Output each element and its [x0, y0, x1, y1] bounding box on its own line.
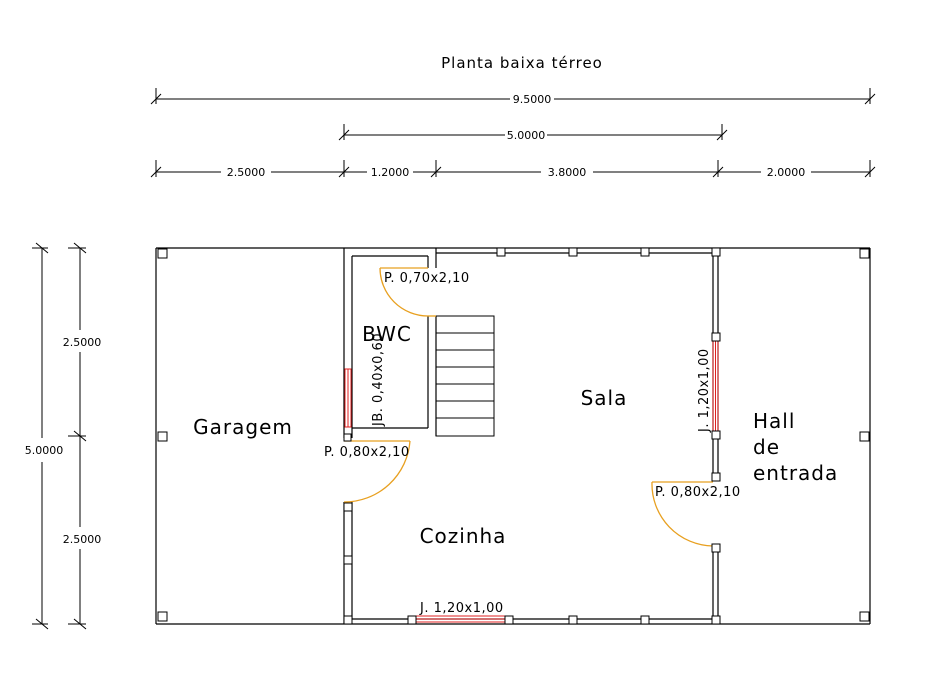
room-label-garagem: Garagem [193, 415, 293, 439]
dimension-top-seg4-label: 2.0000 [767, 166, 806, 179]
window-cozinha [411, 615, 509, 623]
room-label-sala: Sala [581, 386, 628, 410]
label-door-bwc: P. 0,70x2,10 [384, 271, 470, 286]
dimension-left-segments: 2.5000 2.5000 [63, 242, 102, 630]
dimension-left-total: 5.0000 [25, 242, 64, 630]
door-bwc [379, 267, 436, 317]
staircase [435, 315, 495, 437]
dimension-top-seg1-label: 2.5000 [227, 166, 266, 179]
dimension-top-seg3-label: 3.8000 [548, 166, 587, 179]
dimension-top-segments: 2.5000 1.2000 3.8000 2.0000 [150, 160, 876, 179]
window-bwc [344, 368, 352, 428]
dimension-top-seg2-label: 1.2000 [371, 166, 410, 179]
dimension-top-total-label: 9.5000 [513, 93, 552, 106]
room-label-hall-line3: entrada [753, 461, 838, 485]
dimension-left-upper-label: 2.5000 [63, 336, 102, 349]
dimension-top-middle-label: 5.0000 [507, 129, 546, 142]
room-label-hall-line1: Hall [753, 409, 795, 433]
structural-posts [157, 247, 870, 625]
door-hall [651, 481, 714, 547]
room-label-hall-line2: de [753, 435, 780, 459]
label-window-sala: J. 1,20x1,00 [697, 348, 712, 433]
label-window-cozinha: J. 1,20x1,00 [419, 601, 504, 616]
label-door-cozinha: P. 0,80x2,10 [324, 445, 410, 460]
label-door-hall: P. 0,80x2,10 [655, 485, 741, 500]
room-label-bwc: BWC [362, 322, 412, 346]
dimension-top-middle: 5.0000 [338, 124, 728, 142]
room-label-cozinha: Cozinha [420, 524, 507, 548]
dimension-left-lower-label: 2.5000 [63, 533, 102, 546]
label-window-bwc: JB. 0,40x0,60 [371, 333, 386, 427]
door-cozinha [343, 440, 411, 503]
drawing-title: Planta baixa térreo [441, 54, 603, 72]
dimension-left-total-label: 5.0000 [25, 444, 64, 457]
window-sala [712, 337, 719, 435]
dimension-top-total: 9.5000 [150, 88, 876, 106]
